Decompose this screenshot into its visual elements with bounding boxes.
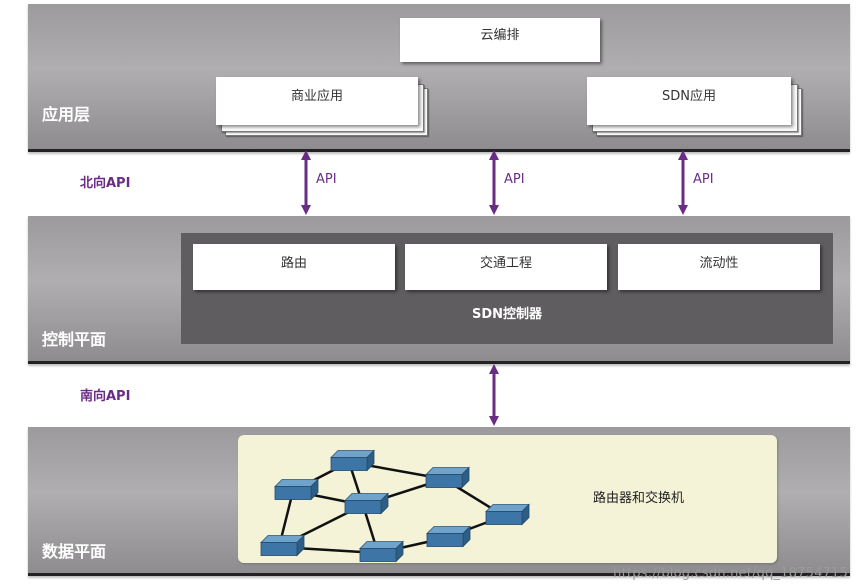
module-traffic-engineering: 交通工程 (405, 244, 607, 290)
module-traffic-engineering-label: 交通工程 (479, 256, 532, 271)
control-layer-label: 控制平面 (42, 330, 107, 349)
switch-icon (426, 525, 471, 548)
sdn-apps-label: SDN应用 (662, 89, 716, 104)
northbound-api-label: 北向API (80, 176, 131, 191)
module-mobility: 流动性 (618, 244, 820, 290)
module-mobility-label: 流动性 (699, 256, 739, 271)
sdn-apps-box: SDN应用 (587, 77, 791, 125)
sdn-controller: 路由 交通工程 流动性 SDN控制器 (181, 233, 833, 344)
application-layer: 云编排 商业应用 SDN应用 应用层 (28, 4, 850, 152)
switch-icon (260, 534, 305, 557)
api-label-2: API (504, 172, 525, 187)
application-layer-label: 应用层 (42, 105, 91, 124)
business-apps-box: 商业应用 (216, 77, 418, 125)
switch-icon (274, 478, 319, 501)
data-layer-label: 数据平面 (42, 542, 107, 561)
southbound-api-label: 南向API (80, 389, 131, 404)
switch-icon (485, 503, 530, 526)
network-switches (260, 449, 530, 563)
api-label-1: API (316, 172, 337, 187)
sdn-controller-title: SDN控制器 (471, 307, 543, 322)
switch-icon (344, 492, 389, 515)
api-label-3: API (693, 172, 714, 187)
switch-icon (425, 466, 470, 489)
business-apps-label: 商业应用 (290, 89, 343, 104)
module-routing: 路由 (193, 244, 395, 290)
cloud-orchestration-label: 云编排 (480, 28, 520, 43)
control-layer: 路由 交通工程 流动性 SDN控制器 控制平面 (28, 216, 850, 364)
module-routing-label: 路由 (280, 256, 307, 271)
switch-icon (359, 540, 404, 563)
watermark: https://blog.csdn.net/qq_18754715 (613, 566, 848, 581)
network-panel: 路由器和交换机 (238, 435, 777, 563)
switch-icon (330, 449, 375, 472)
routers-switches-label: 路由器和交换机 (593, 491, 685, 506)
data-layer: 路由器和交换机 数据平面 (28, 427, 850, 576)
cloud-orchestration-box: 云编排 (400, 18, 600, 62)
